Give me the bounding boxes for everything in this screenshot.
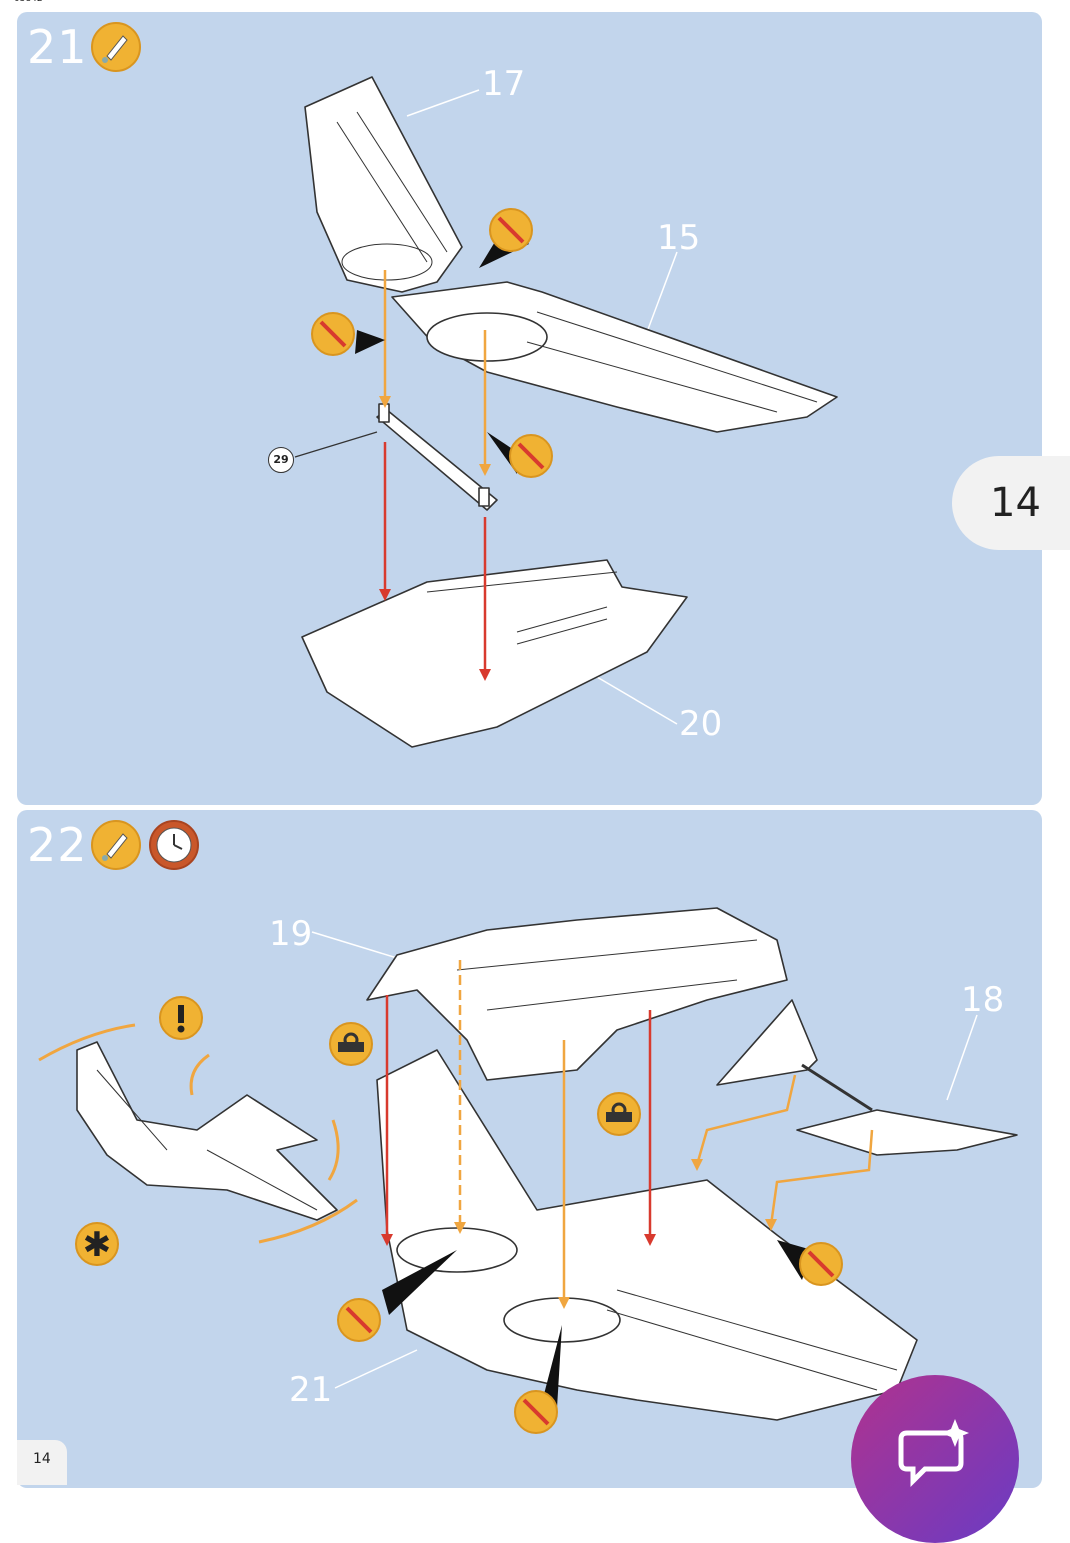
tape-icon — [597, 1092, 641, 1136]
leader-15 — [646, 251, 678, 333]
step-21-panel: 21 17 15 20 29 — [17, 12, 1042, 805]
step-22-drawing — [38, 907, 1018, 1421]
wing-17 — [304, 76, 463, 293]
step-21-drawing — [294, 76, 838, 748]
leader-29 — [294, 431, 378, 458]
step-21-number: 21 — [27, 20, 88, 74]
section-tab-number: 14 — [990, 480, 1041, 526]
clock-icon — [149, 820, 199, 870]
tape-icon — [329, 1022, 373, 1066]
ai-chat-button[interactable] — [851, 1375, 1019, 1543]
leader-20 — [596, 676, 678, 725]
asterisk-icon: ✱ — [75, 1222, 119, 1266]
page-number: 14 — [33, 1451, 51, 1467]
part-label-15: 15 — [657, 218, 701, 258]
fuselage-20 — [301, 559, 688, 748]
tail-18a — [716, 999, 818, 1086]
no-glue-icon — [799, 1242, 843, 1286]
no-glue-icon — [514, 1390, 558, 1434]
model-preview — [76, 1041, 338, 1221]
no-glue-icon — [311, 312, 355, 356]
step-22-panel: 22 19 18 21 — [17, 810, 1042, 1488]
step-22-number: 22 — [27, 818, 88, 872]
upper-fuselage-19 — [366, 907, 788, 1081]
part-label-18: 18 — [961, 980, 1005, 1020]
part-label-17: 17 — [482, 64, 526, 104]
callout-29: 29 — [268, 447, 294, 473]
part-label-21: 21 — [289, 1370, 333, 1410]
part-label-20: 20 — [679, 704, 723, 744]
glue-icon — [91, 820, 141, 870]
attention-icon — [159, 996, 203, 1040]
tail-18b — [796, 1109, 1018, 1156]
part-label-19: 19 — [269, 914, 313, 954]
section-tab: 14 — [952, 456, 1070, 550]
page-number-tab: 14 — [17, 1440, 67, 1485]
svg-text:✱: ✱ — [83, 1225, 112, 1265]
leader-17 — [406, 89, 480, 117]
no-glue-icon — [489, 208, 533, 252]
chat-sparkle-icon — [898, 1419, 969, 1488]
glue-icon — [91, 22, 141, 72]
document-code: 05842 — [14, 0, 43, 4]
no-glue-icon — [509, 434, 553, 478]
no-glue-icon — [337, 1298, 381, 1342]
